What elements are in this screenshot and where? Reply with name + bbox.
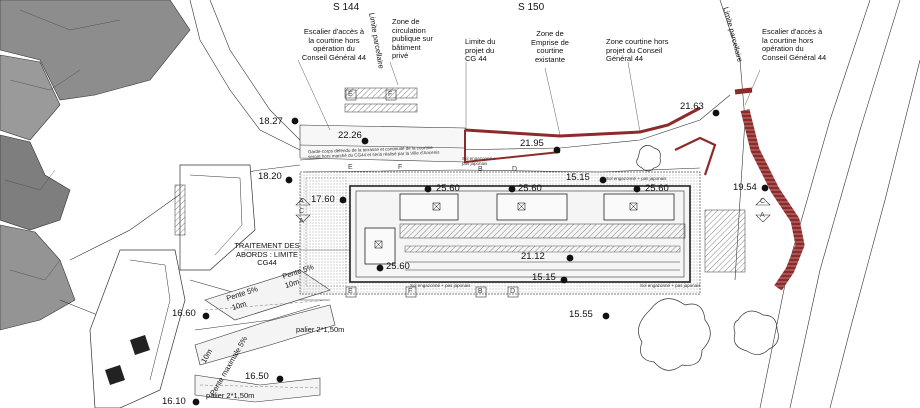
left-buildings <box>0 0 191 331</box>
elevation-25-60-a: 25.60 <box>436 183 460 194</box>
elevation-17-60: 17.60 <box>311 194 335 205</box>
mark-f-bottom: F <box>408 288 413 295</box>
elevation-25-60-d: 25.60 <box>386 261 410 272</box>
elevation-21-63: 21.63 <box>680 101 704 112</box>
section-s144: S 144 <box>333 2 360 13</box>
elevation-21-95: 21.95 <box>520 138 544 149</box>
section-s150: S 150 <box>518 2 545 13</box>
mark-f-top-2: F <box>398 164 403 171</box>
mark-a-right: A <box>760 212 765 219</box>
elevation-15-15-top: 15.15 <box>566 172 590 183</box>
elevation-18-20: 18.20 <box>258 171 282 182</box>
mark-a-left-2: A <box>299 218 304 225</box>
elevation-16-10: 16.10 <box>162 396 186 407</box>
elevation-18-27: 18.27 <box>259 116 283 127</box>
elevation-22-26: 22.26 <box>338 130 362 141</box>
elevation-15-55: 15.55 <box>569 309 593 320</box>
section-markers <box>295 89 771 298</box>
mark-c-right: C <box>760 198 766 205</box>
elevation-19-54: 19.54 <box>733 182 757 193</box>
mark-a-left: A <box>299 198 304 205</box>
elevation-25-60-b: 25.60 <box>518 183 542 194</box>
mark-f-top: F <box>388 91 393 98</box>
mark-e-bottom: E <box>348 288 353 295</box>
elevation-25-60-c: 25.60 <box>645 183 669 194</box>
mark-e-top: E <box>348 91 353 98</box>
skylights <box>364 193 675 265</box>
mark-b-bottom: B <box>478 288 483 295</box>
mark-b-top: B <box>478 166 483 173</box>
sol-bottom-left-note: Sol engazonné + pas japonais <box>410 283 471 288</box>
sol-bottom-right-note: Sol engazonné + pas japonais <box>640 283 701 288</box>
elevation-21-12: 21.12 <box>521 251 545 262</box>
bottom-left-buildings <box>89 164 256 408</box>
mark-d-bottom: D <box>510 288 516 295</box>
sol-right-note: Sol engazonné + pas japonais <box>606 176 667 181</box>
leader-lines <box>244 59 761 251</box>
palier-b: palier 2*1,50m <box>206 391 255 400</box>
elevation-markers <box>192 109 769 406</box>
mark-c-left: C <box>299 208 305 215</box>
sol-top-note: Sol engazonné +pas japonais <box>462 156 496 166</box>
trees <box>636 145 779 371</box>
mark-e-top-2: E <box>348 164 353 171</box>
ramps <box>194 269 336 403</box>
elevation-16-60: 16.60 <box>172 308 196 319</box>
elevation-15-15-bottom: 15.15 <box>532 272 556 283</box>
roof-bands <box>399 223 686 271</box>
mark-d-top: D <box>512 166 518 173</box>
elevation-16-50: 16.50 <box>245 371 269 382</box>
palier-a: palier 2*1,50m <box>296 325 345 334</box>
